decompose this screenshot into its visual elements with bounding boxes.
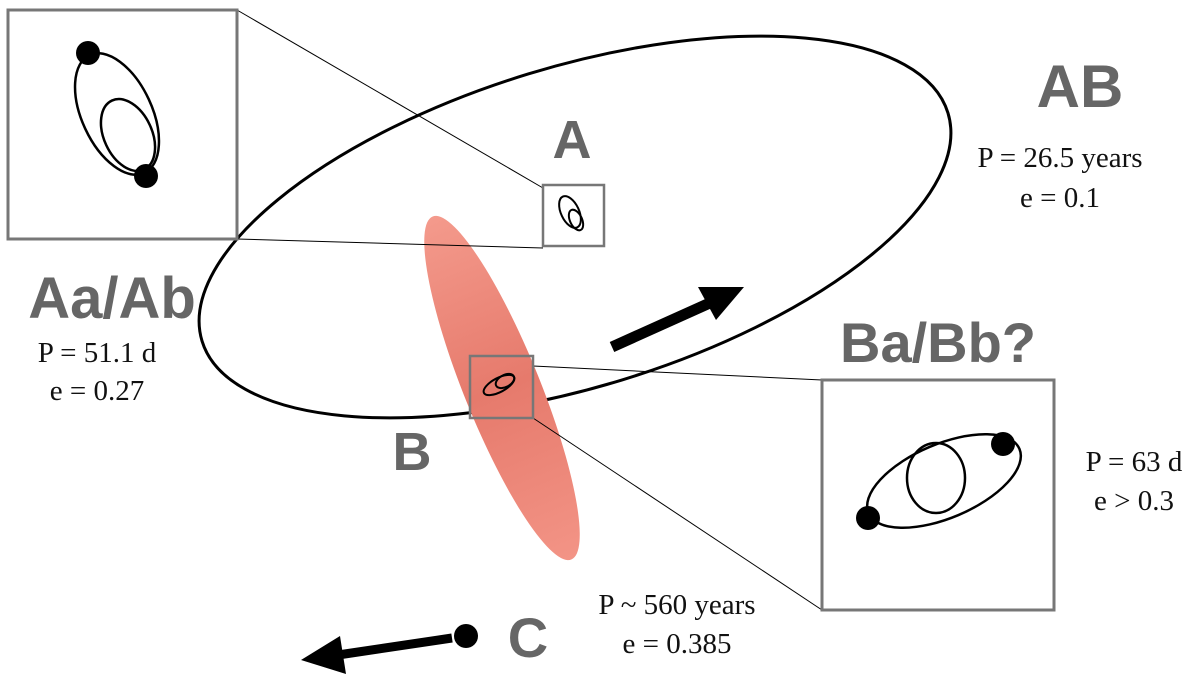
component-b-label: B — [393, 422, 432, 482]
component-a-label: A — [553, 110, 592, 170]
component-a-box — [541, 183, 606, 248]
aa-ab-inset — [6, 8, 239, 241]
aa-ab-label: Aa/Ab — [28, 266, 196, 331]
star-bb-icon — [991, 432, 1015, 456]
star-c-icon — [454, 624, 478, 648]
ba-bb-label: Ba/Bb? — [840, 311, 1036, 374]
ab-label: AB — [1037, 53, 1124, 120]
aa-ab-period: P = 51.1 d — [38, 337, 157, 369]
c-period: P ~ 560 years — [598, 589, 755, 621]
star-ab-icon — [134, 164, 158, 188]
ab-period: P = 26.5 years — [977, 142, 1142, 174]
ab-orbit-direction-arrow — [609, 287, 744, 353]
ba-bb-inset — [820, 378, 1056, 612]
component-c-label: C — [508, 606, 548, 669]
c-eccentricity: e = 0.385 — [623, 628, 732, 660]
ab-orbit — [197, 34, 953, 420]
star-aa-icon — [76, 41, 100, 65]
ab-eccentricity: e = 0.1 — [1020, 182, 1100, 214]
component-b-box — [468, 354, 535, 420]
ba-bb-eccentricity: e > 0.3 — [1094, 485, 1174, 517]
ba-bb-period: P = 63 d — [1086, 446, 1183, 478]
component-c — [301, 624, 478, 674]
aa-ab-eccentricity: e = 0.27 — [50, 375, 144, 407]
star-ba-icon — [856, 506, 880, 530]
inset-connectors — [236, 9, 823, 611]
